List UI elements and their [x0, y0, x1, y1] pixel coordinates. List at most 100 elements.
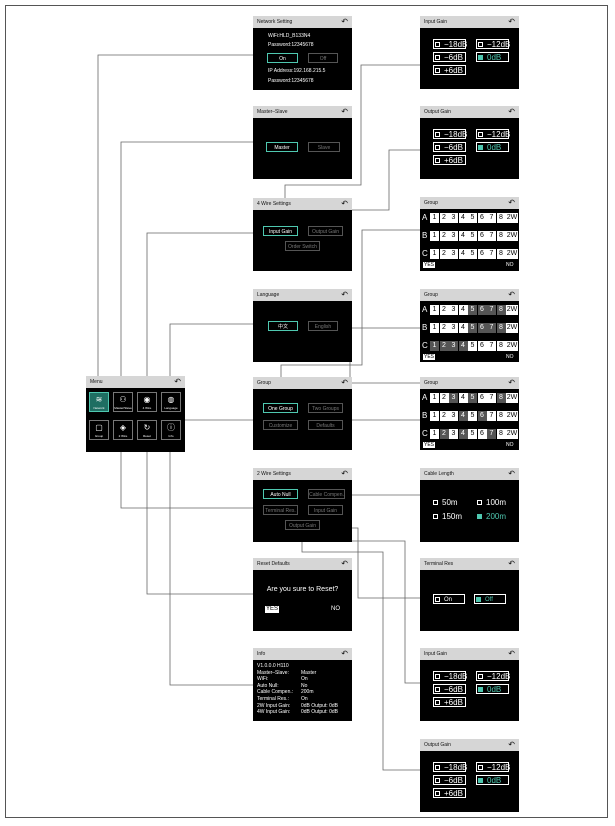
back-icon[interactable]: ↶ [341, 649, 348, 658]
menu-item-group[interactable]: ▢Group [89, 420, 109, 440]
group-channel-cell[interactable]: 1 [430, 305, 439, 315]
gain-option[interactable]: −6dB [433, 775, 466, 785]
group-channel-cell[interactable]: 8 [496, 213, 506, 223]
back-icon[interactable]: ↶ [341, 469, 348, 478]
group-channel-cell[interactable]: 6 [477, 249, 487, 259]
back-icon[interactable]: ↶ [174, 377, 181, 386]
group-channel-cell[interactable]: 3 [449, 213, 458, 223]
group-channel-cell[interactable]: 5 [468, 341, 477, 351]
back-icon[interactable]: ↶ [508, 559, 515, 568]
group-channel-cell[interactable]: 5 [468, 429, 477, 439]
group-channel-cell[interactable]: 3 [449, 305, 458, 315]
group-channel-cell[interactable]: 3 [449, 411, 458, 421]
cable-length-option[interactable]: 50m [432, 498, 458, 508]
cable-compen-button[interactable]: Cable Compen. [308, 489, 345, 499]
defaults-button[interactable]: Defaults [308, 420, 343, 430]
group-channel-cell[interactable]: 1 [430, 411, 439, 421]
order-switch-button[interactable]: Order Switch [285, 241, 320, 251]
group-channel-cell[interactable]: 6 [477, 411, 487, 421]
menu-item-language[interactable]: ◍Language [161, 392, 181, 412]
group-channel-cell[interactable]: 7 [487, 323, 496, 333]
group-channel-cell[interactable]: 2 [439, 231, 449, 241]
group-channel-cell[interactable]: 7 [487, 305, 496, 315]
back-icon[interactable]: ↶ [341, 199, 348, 208]
terminal-off-option[interactable]: Off [474, 594, 506, 604]
group-no-button[interactable]: NO [506, 354, 514, 360]
master-button[interactable]: Master [266, 142, 298, 152]
group-channel-cell[interactable]: 8 [496, 249, 506, 259]
group-channel-cell[interactable]: 8 [496, 411, 506, 421]
back-icon[interactable]: ↶ [341, 17, 348, 26]
group-channel-cell[interactable]: 8 [496, 393, 506, 403]
group-channel-cell[interactable]: 2W [506, 323, 518, 333]
group-channel-cell[interactable]: 2W [506, 231, 518, 241]
group-channel-cell[interactable]: 2 [439, 213, 449, 223]
group-channel-cell[interactable]: 6 [477, 393, 487, 403]
gain-option[interactable]: −6dB [433, 684, 466, 694]
group-channel-cell[interactable]: 2 [439, 305, 449, 315]
group-channel-cell[interactable]: 1 [430, 249, 439, 259]
group-channel-cell[interactable]: 3 [449, 393, 458, 403]
cable-length-option[interactable]: 150m [432, 512, 462, 522]
back-icon[interactable]: ↶ [341, 107, 348, 116]
gain-option[interactable]: −6dB [433, 142, 466, 152]
group-channel-cell[interactable]: 2W [506, 411, 518, 421]
group-channel-cell[interactable]: 7 [487, 393, 496, 403]
english-button[interactable]: English [308, 321, 338, 331]
input-gain-button[interactable]: Input Gain [263, 226, 298, 236]
input-gain-2w-button[interactable]: Input Gain [308, 505, 343, 515]
gain-option[interactable]: 0dB [476, 775, 509, 785]
group-channel-cell[interactable]: 4 [458, 323, 468, 333]
group-channel-cell[interactable]: 5 [468, 231, 477, 241]
gain-option[interactable]: −18dB [433, 129, 467, 139]
group-channel-cell[interactable]: 4 [458, 393, 468, 403]
group-channel-cell[interactable]: 8 [496, 305, 506, 315]
menu-item-4-wire[interactable]: ◉4 Wire [137, 392, 157, 412]
group-channel-cell[interactable]: 6 [477, 341, 487, 351]
group-channel-cell[interactable]: 2W [506, 341, 518, 351]
output-gain-button[interactable]: Output Gain [308, 226, 343, 236]
gain-option[interactable]: −18dB [433, 671, 467, 681]
reset-yes-button[interactable]: YES [265, 606, 280, 613]
group-channel-cell[interactable]: 1 [430, 341, 439, 351]
chinese-button[interactable]: 中文 [268, 321, 298, 331]
group-channel-cell[interactable]: 7 [487, 231, 496, 241]
group-channel-cell[interactable]: 3 [449, 231, 458, 241]
gain-option[interactable]: −12dB [476, 762, 510, 772]
group-channel-cell[interactable]: 5 [468, 213, 477, 223]
back-icon[interactable]: ↶ [508, 740, 515, 749]
customize-button[interactable]: Customize [263, 420, 298, 430]
back-icon[interactable]: ↶ [341, 290, 348, 299]
back-icon[interactable]: ↶ [508, 198, 515, 207]
gain-option[interactable]: −12dB [476, 671, 510, 681]
group-channel-cell[interactable]: 3 [449, 323, 458, 333]
group-channel-cell[interactable]: 7 [487, 341, 496, 351]
group-channel-cell[interactable]: 2W [506, 305, 518, 315]
group-channel-cell[interactable]: 4 [458, 231, 468, 241]
group-channel-cell[interactable]: 3 [449, 429, 458, 439]
back-icon[interactable]: ↶ [508, 290, 515, 299]
gain-option[interactable]: +6dB [433, 788, 466, 798]
gain-option[interactable]: +6dB [433, 697, 466, 707]
group-channel-cell[interactable]: 8 [496, 231, 506, 241]
group-channel-cell[interactable]: 3 [449, 341, 458, 351]
group-channel-cell[interactable]: 6 [477, 213, 487, 223]
menu-item-master-slave[interactable]: ⚇Master/Slave [113, 392, 133, 412]
group-channel-cell[interactable]: 8 [496, 341, 506, 351]
gain-option[interactable]: 0dB [476, 684, 509, 694]
group-channel-cell[interactable]: 2 [439, 429, 449, 439]
gain-option[interactable]: −12dB [476, 129, 510, 139]
group-yes-button[interactable]: YES [423, 354, 436, 360]
group-channel-cell[interactable]: 1 [430, 429, 439, 439]
group-channel-cell[interactable]: 1 [430, 393, 439, 403]
group-channel-cell[interactable]: 3 [449, 249, 458, 259]
gain-option[interactable]: +6dB [433, 155, 466, 165]
group-channel-cell[interactable]: 6 [477, 231, 487, 241]
group-channel-cell[interactable]: 6 [477, 323, 487, 333]
group-channel-cell[interactable]: 2 [439, 393, 449, 403]
group-yes-button[interactable]: YES [423, 262, 436, 268]
group-channel-cell[interactable]: 5 [468, 323, 477, 333]
output-gain-2w-button[interactable]: Output Gain [285, 520, 320, 530]
group-channel-cell[interactable]: 1 [430, 231, 439, 241]
